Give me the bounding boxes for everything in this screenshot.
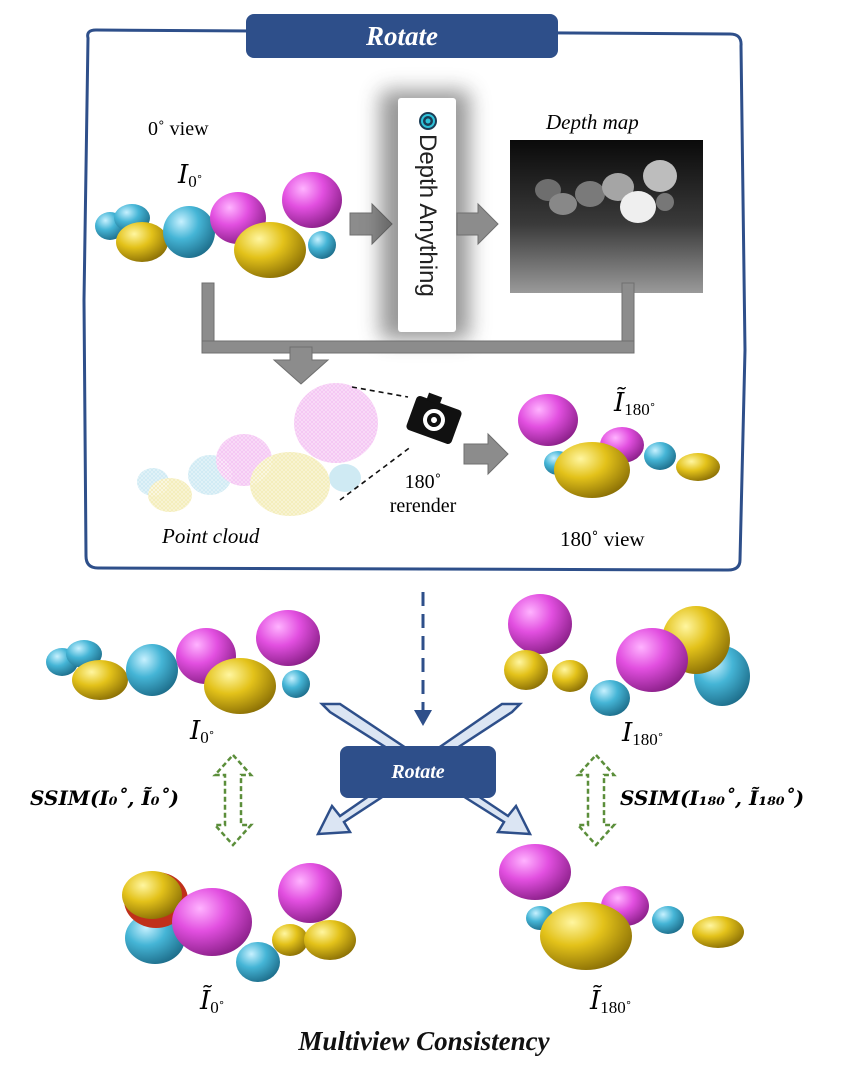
point-cloud-label: Point cloud <box>162 524 260 548</box>
merge-connector <box>201 282 635 385</box>
rerender-angle: 180˚ <box>404 471 442 493</box>
depth-map-label: Depth map <box>546 110 639 134</box>
top-rotate-label: Rotate <box>366 20 438 51</box>
depth-anything-text-wrap: Depth Anything <box>398 134 456 330</box>
camera-icon <box>406 392 462 444</box>
arrow-to-depth-map <box>456 202 499 246</box>
molecule-180deg-rerendered-bottom <box>499 844 744 970</box>
i180-tilde-bottom-label: Ĩ180˚ <box>590 986 632 1018</box>
i0-tilde-bottom-label: Ĩ0˚ <box>200 986 225 1018</box>
middle-rotate-label: Rotate <box>391 760 445 783</box>
molecule-180deg-middle <box>504 594 750 716</box>
view0-label: 0˚ view <box>148 118 209 140</box>
point-cloud-image <box>137 383 378 516</box>
i180-tilde-top-label: Ĩ180˚ <box>614 388 656 420</box>
depth-anything-logo-icon <box>419 112 437 130</box>
molecule-0deg-middle <box>46 610 320 714</box>
molecule-0deg-top <box>95 172 342 278</box>
depth-anything-text: Depth Anything <box>414 134 441 297</box>
arrow-to-180-view <box>463 432 509 476</box>
view180-label: 180˚ view <box>560 527 645 551</box>
rerender-label: 180˚ rerender <box>378 470 468 518</box>
camera-ray-upper <box>351 386 409 398</box>
i0-middle-label: I0˚ <box>190 716 215 748</box>
top-frame <box>82 28 747 572</box>
ssim-right-label: SSIM(I₁₈₀˚, Ĩ₁₈₀˚) <box>620 786 805 810</box>
i0-top-label: I0˚ <box>178 160 203 192</box>
depth-anything-panel <box>398 98 456 332</box>
ssim-arrow-right <box>575 753 617 847</box>
top-rotate-banner: Rotate <box>246 14 558 58</box>
depth-map-image <box>510 140 703 293</box>
i180-middle-label: I180˚ <box>622 718 664 750</box>
rerender-text: rerender <box>389 495 457 517</box>
molecule-0deg-rerendered-bottom <box>122 863 356 982</box>
molecule-180deg-rerendered-top <box>518 394 720 498</box>
caption: Multiview Consistency <box>298 1026 550 1056</box>
middle-rotate-banner: Rotate <box>340 746 496 798</box>
ssim-arrow-left <box>212 753 254 847</box>
camera-ray-lower <box>339 445 413 501</box>
ssim-left-label: SSIM(I₀˚, Ĩ₀˚) <box>30 786 180 810</box>
